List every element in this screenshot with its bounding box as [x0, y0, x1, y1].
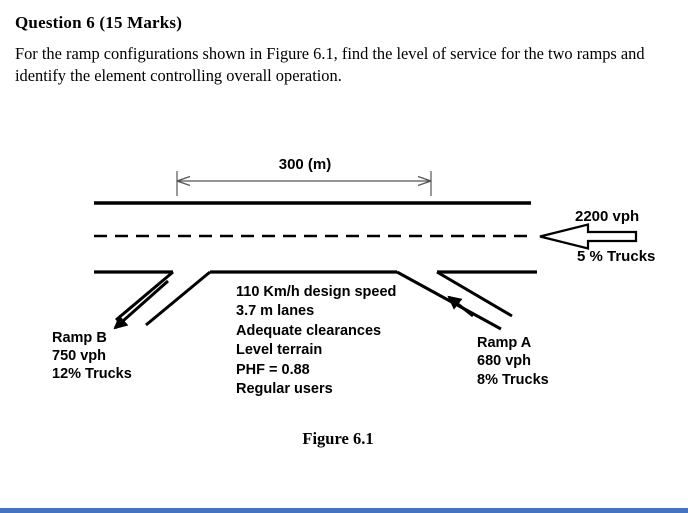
- property-design-speed: 110 Km/h design speed: [236, 284, 397, 300]
- ramp-b-volume: 750 vph: [52, 347, 106, 364]
- property-clearances: Adequate clearances: [236, 322, 382, 339]
- ramp-a-right-edge: [436, 270, 513, 318]
- property-phf: PHF = 0.88: [236, 361, 310, 378]
- ramp-a-label-block: Ramp A 680 vph 8% Trucks: [477, 334, 549, 389]
- bottom-border-bar: [0, 508, 688, 513]
- ramp-b-label-block: Ramp B 750 vph 12% Trucks: [52, 330, 132, 383]
- question-title: Question 6 (15 Marks): [15, 13, 183, 32]
- ramp-a-trucks: 8% Trucks: [477, 371, 549, 388]
- question-body: For the ramp configurations shown in Fig…: [15, 44, 645, 85]
- ramp-a-volume: 680 vph: [477, 353, 531, 370]
- ramp-b-lines: [113, 270, 211, 330]
- dimension-annotation: [176, 171, 432, 196]
- property-users: Regular users: [236, 381, 333, 398]
- dimension-arrow-right-icon: [417, 175, 432, 187]
- dimension-arrow-left-icon: [176, 175, 191, 187]
- ramp-b-right-edge: [145, 270, 211, 327]
- figure-caption: Figure 6.1: [302, 429, 374, 448]
- ramp-b-name: Ramp B: [52, 330, 107, 346]
- property-terrain: Level terrain: [236, 342, 323, 359]
- mainline-flow-arrow-icon: [539, 223, 638, 250]
- mainline-trucks-label: 5 % Trucks: [577, 248, 656, 265]
- ramp-a-lines: [396, 270, 513, 331]
- mainline-volume-label: 2200 vph: [575, 208, 640, 225]
- dimension-label: 300 (m): [278, 156, 332, 173]
- ramp-b-direction-arrow-icon: [113, 279, 169, 330]
- ramp-a-name: Ramp A: [477, 335, 532, 351]
- ramp-b-trucks: 12% Trucks: [52, 365, 132, 382]
- ramp-b-left-edge: [115, 270, 174, 322]
- property-lane-width: 3.7 m lanes: [236, 303, 315, 320]
- freeway-properties-list: 110 Km/h design speed 3.7 m lanes Adequa…: [236, 283, 396, 399]
- ramp-a-direction-arrow-icon: [447, 295, 474, 318]
